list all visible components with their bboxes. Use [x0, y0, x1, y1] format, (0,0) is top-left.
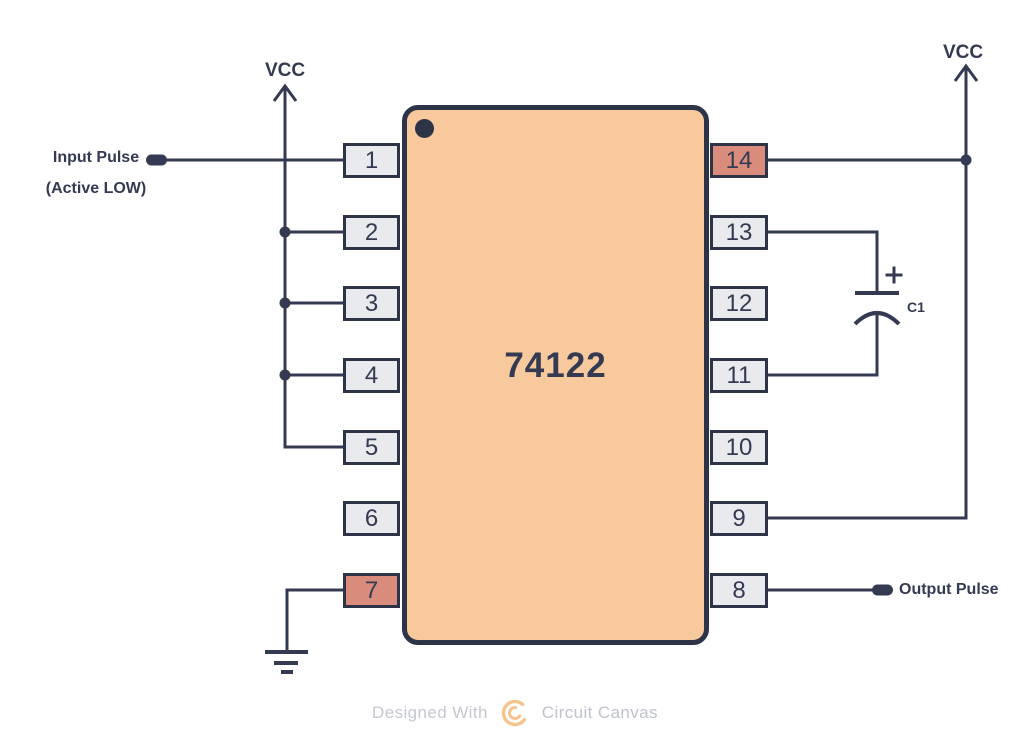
plus-sign-icon [885, 266, 903, 284]
pin-1[interactable]: 1 [343, 143, 400, 178]
input-terminal-dot [146, 154, 167, 166]
junction-dot [960, 154, 972, 166]
pin-10[interactable]: 10 [710, 430, 768, 465]
input-pulse-label: Input Pulse (Active LOW) [18, 142, 174, 204]
pin-12[interactable]: 12 [710, 286, 768, 321]
right-vcc-rail-wire [768, 66, 968, 520]
watermark-prefix: Designed With [372, 703, 488, 722]
pin-14[interactable]: 14 [710, 143, 768, 178]
ic-part-number: 74122 [504, 346, 607, 385]
capacitor-bottom-plate [853, 311, 901, 326]
junction-dot [279, 226, 291, 238]
pin-11-number: 11 [726, 361, 752, 389]
junction-dot [279, 297, 291, 309]
junction-dot [279, 369, 291, 381]
pin-7[interactable]: 7 [343, 573, 400, 608]
ground-wire [285, 588, 343, 651]
pin-7-number: 7 [364, 576, 379, 604]
watermark: Designed With Circuit Canvas [330, 696, 700, 730]
pin-6-number: 6 [364, 504, 379, 532]
vcc-arrow-up-icon [272, 83, 298, 102]
pin-5-number: 5 [364, 433, 379, 461]
left-vcc-rail-wire [283, 86, 343, 449]
pin-11[interactable]: 11 [710, 358, 768, 393]
pin-13-number: 13 [725, 218, 753, 246]
ground-icon [265, 650, 308, 674]
pin-14-number: 14 [725, 146, 753, 174]
pin-4-number: 4 [364, 361, 379, 389]
capacitor-ref-label: C1 [907, 299, 925, 315]
pin-5[interactable]: 5 [343, 430, 400, 465]
watermark-brand: Circuit Canvas [541, 703, 658, 722]
input-pulse-label-line2: (Active LOW) [45, 180, 147, 197]
pin-9-number: 9 [732, 504, 746, 532]
capacitor-polarized-icon [853, 266, 903, 326]
vcc-label-right: VCC [942, 42, 984, 63]
vcc-label-left: VCC [264, 60, 306, 81]
pin13-cap-wire [768, 230, 879, 291]
output-pulse-label: Output Pulse [899, 581, 999, 598]
input-pulse-label-line1: Input Pulse [52, 149, 140, 166]
pin-2-number: 2 [364, 218, 379, 246]
pin-9[interactable]: 9 [710, 501, 768, 536]
circuit-canvas-logo-icon [501, 699, 528, 727]
ic-body-74122[interactable] [402, 105, 709, 645]
pin-13[interactable]: 13 [710, 215, 768, 250]
pin-2[interactable]: 2 [343, 215, 400, 250]
pin-10-number: 10 [725, 433, 753, 461]
pin-3[interactable]: 3 [343, 286, 400, 321]
vcc-arrow-up-icon [953, 63, 979, 82]
pin-3-number: 3 [364, 289, 379, 317]
pin-4[interactable]: 4 [343, 358, 400, 393]
cap-pin11-wire [768, 315, 879, 377]
pin-8[interactable]: 8 [710, 573, 768, 608]
output-terminal-dot [872, 584, 893, 596]
pin-1-number: 1 [364, 146, 379, 174]
pin1-marker-dot-icon [415, 119, 434, 138]
pin-6[interactable]: 6 [343, 501, 400, 536]
pin-12-number: 12 [725, 289, 753, 317]
pin-8-number: 8 [732, 576, 746, 604]
